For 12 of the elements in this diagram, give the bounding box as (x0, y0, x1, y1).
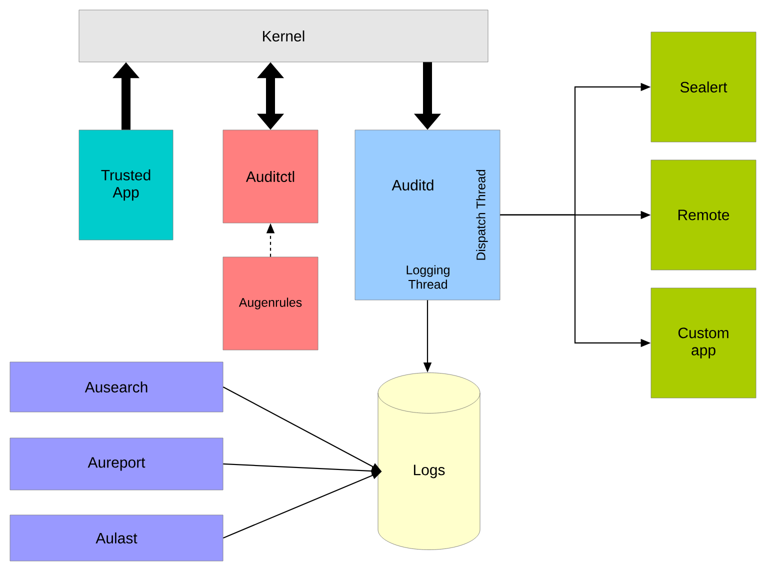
tool-box: Ausearch (10, 362, 224, 412)
process-box: Auditctl (222, 130, 318, 224)
process-box: Auditd Dispatch Thread Logging Thread (354, 130, 500, 300)
kernel-bar: Kernel (78, 10, 488, 62)
process-box: Sealert (650, 32, 756, 142)
tool-box: Aureport (10, 438, 224, 490)
database-cylinder: Logs (378, 372, 480, 550)
process-box: Custom app (650, 288, 756, 398)
tool-box: Aulast (10, 514, 224, 562)
process-box: Remote (650, 160, 756, 270)
process-box: Augenrules (222, 256, 318, 350)
process-box: Trusted App (78, 130, 174, 240)
